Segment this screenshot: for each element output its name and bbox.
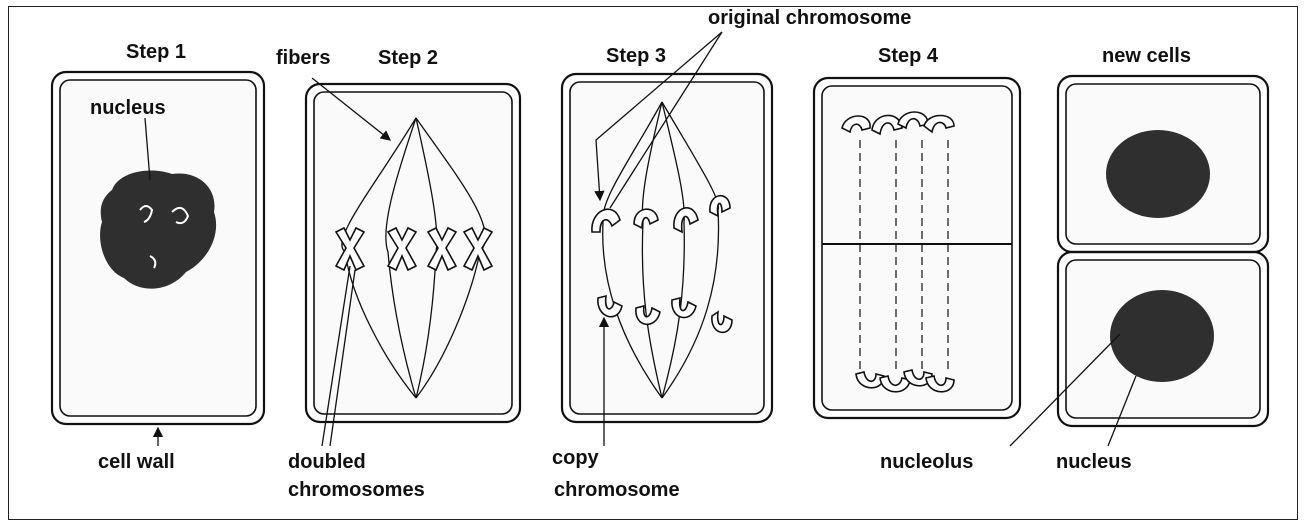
copy-chromosome-label: chromosome: [554, 479, 680, 501]
new-cell-bottom: [1010, 252, 1268, 446]
new-cells-label: new cells: [1102, 45, 1191, 67]
new-cell-top: [1058, 76, 1268, 252]
nucleus-bottom-label: nucleus: [1056, 451, 1132, 473]
original-chromosome-label: original chromosome: [708, 7, 911, 29]
step1-label: Step 1: [126, 41, 186, 63]
step2-cell: [306, 78, 520, 446]
doubled-label: doubled: [288, 451, 366, 473]
step1-cell: [52, 72, 264, 446]
chromosomes-label: chromosomes: [288, 479, 425, 501]
nucleolus-label: nucleolus: [880, 451, 973, 473]
step3-cell: [562, 32, 772, 446]
new-cell-bottom-nucleus: [1110, 290, 1214, 382]
step4-cell: [814, 78, 1020, 418]
copy-label: copy: [552, 447, 600, 469]
step4-label: Step 4: [878, 45, 939, 67]
new-cell-top-nucleus: [1106, 130, 1210, 218]
step2-label: Step 2: [378, 47, 438, 69]
fibers-label: fibers: [276, 47, 330, 69]
step3-label: Step 3: [606, 45, 666, 67]
step3-cell-membrane: [570, 82, 764, 414]
cell-wall-label: cell wall: [98, 451, 175, 473]
step4-cell-membrane: [822, 86, 1012, 410]
nucleus-label: nucleus: [90, 97, 166, 119]
